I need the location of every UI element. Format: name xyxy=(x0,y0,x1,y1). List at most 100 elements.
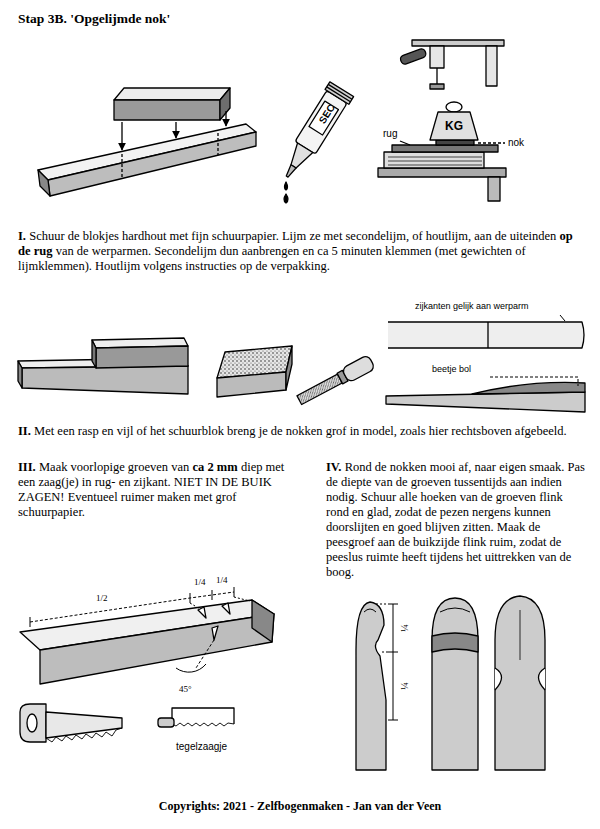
dimension-line xyxy=(393,604,394,720)
page-title: Stap 3B. 'Opgelijmde nok' xyxy=(18,11,170,27)
nock-side-view xyxy=(472,382,585,394)
arrow xyxy=(175,122,176,138)
rasp xyxy=(217,346,292,397)
clamp xyxy=(399,48,427,65)
book xyxy=(384,152,484,168)
glue-drop xyxy=(285,182,288,190)
glue-tube xyxy=(275,82,353,184)
leader-line xyxy=(478,142,505,143)
stick-drawing xyxy=(18,361,22,388)
dimension-line xyxy=(234,597,250,601)
weight xyxy=(430,112,478,140)
bold-text: ca 2 mm xyxy=(193,460,238,474)
file xyxy=(296,355,376,408)
dimension-line xyxy=(30,587,250,627)
block-drawing xyxy=(114,88,230,120)
stick-drawing xyxy=(18,338,188,394)
weight xyxy=(430,102,478,140)
glue-tube xyxy=(328,84,352,99)
nock-front-view xyxy=(432,598,478,770)
glue-tube xyxy=(285,165,296,178)
stick-drawing xyxy=(96,346,188,368)
glue-tube xyxy=(309,101,338,135)
leader-line xyxy=(400,141,505,145)
instruction-text: van de werparmen. Secondelijm dun aanbre… xyxy=(18,244,526,273)
dimension-line xyxy=(388,604,398,605)
stick-drawing xyxy=(40,614,274,684)
saw xyxy=(20,704,122,742)
dimension-line xyxy=(376,604,398,720)
rasp xyxy=(286,346,292,390)
clamp xyxy=(430,46,444,68)
saw xyxy=(46,728,122,742)
nock-front-view xyxy=(432,598,478,770)
glue-tube xyxy=(327,87,351,102)
stick-drawing xyxy=(217,133,218,155)
tile-saw xyxy=(158,708,234,727)
file xyxy=(297,374,342,404)
stick-drawing xyxy=(392,140,498,152)
rasp xyxy=(217,372,286,397)
block-drawing xyxy=(114,88,230,100)
stick-drawing xyxy=(38,170,50,196)
nock-side-view xyxy=(364,609,376,612)
nock-back-view xyxy=(539,668,546,690)
part-label: rug xyxy=(383,128,397,140)
instruction-paragraph: III.Maak voorlopige groeven vanca 2 mmdi… xyxy=(18,460,296,520)
stick-drawing xyxy=(20,600,274,684)
block-drawing xyxy=(114,100,220,120)
saw xyxy=(20,704,46,742)
nock-side-view xyxy=(356,602,386,770)
dimension-line xyxy=(30,617,31,627)
book xyxy=(388,165,482,166)
clamp xyxy=(412,40,504,46)
instruction-paragraph: II.Met een rasp en vijl of het schuurblo… xyxy=(18,424,586,439)
stick-drawing xyxy=(92,340,96,368)
dimension-line xyxy=(382,652,388,653)
bold-text: I. xyxy=(18,229,26,243)
nock-back-view xyxy=(495,596,545,770)
saw xyxy=(27,714,37,732)
nock-back-view xyxy=(495,596,545,770)
dimension-line xyxy=(376,604,388,605)
stick-drawing xyxy=(196,640,214,668)
dimension-line xyxy=(190,603,200,609)
bold-text: IV. xyxy=(326,460,341,474)
dimension-label: 1/2 xyxy=(95,593,109,603)
book xyxy=(388,157,482,158)
nock-top-view xyxy=(560,315,565,321)
nock-side-view xyxy=(386,377,585,412)
stick-drawing xyxy=(436,140,474,145)
dimension-label: ¼ xyxy=(399,623,411,633)
instruction-text: Rond de nokken mooi af, naar eigen smaak… xyxy=(326,460,585,579)
arrow xyxy=(225,111,226,126)
stick-drawing xyxy=(212,626,218,640)
block-drawing xyxy=(220,88,230,120)
arrow xyxy=(121,122,122,150)
book xyxy=(384,152,484,168)
dimension-line xyxy=(234,587,235,597)
stick-drawing xyxy=(38,124,256,196)
nock-top-view xyxy=(388,322,584,348)
file xyxy=(341,355,375,383)
glue-drop xyxy=(284,182,288,203)
note-label: zijkanten gelijk aan werparm xyxy=(415,301,529,311)
tile-saw xyxy=(172,723,234,726)
table xyxy=(378,168,506,177)
nock-front-view xyxy=(440,608,470,612)
tile-saw xyxy=(172,708,234,724)
clamp xyxy=(486,46,497,86)
nock-front-view xyxy=(432,633,478,652)
instruction-paragraph: I.Schuur de blokjes hardhout met fijn sc… xyxy=(18,229,586,274)
clamp xyxy=(436,68,437,84)
nock-side-view xyxy=(490,377,578,386)
dimension-line xyxy=(30,592,234,622)
nock-side-view xyxy=(356,602,386,770)
copyright-caption: Copyrights: 2021 - Zelfbogenmaken - Jan … xyxy=(0,800,600,814)
tile-saw xyxy=(158,718,174,727)
stick-drawing xyxy=(176,664,206,672)
bold-text: II. xyxy=(18,424,31,438)
stick-drawing xyxy=(121,154,122,177)
